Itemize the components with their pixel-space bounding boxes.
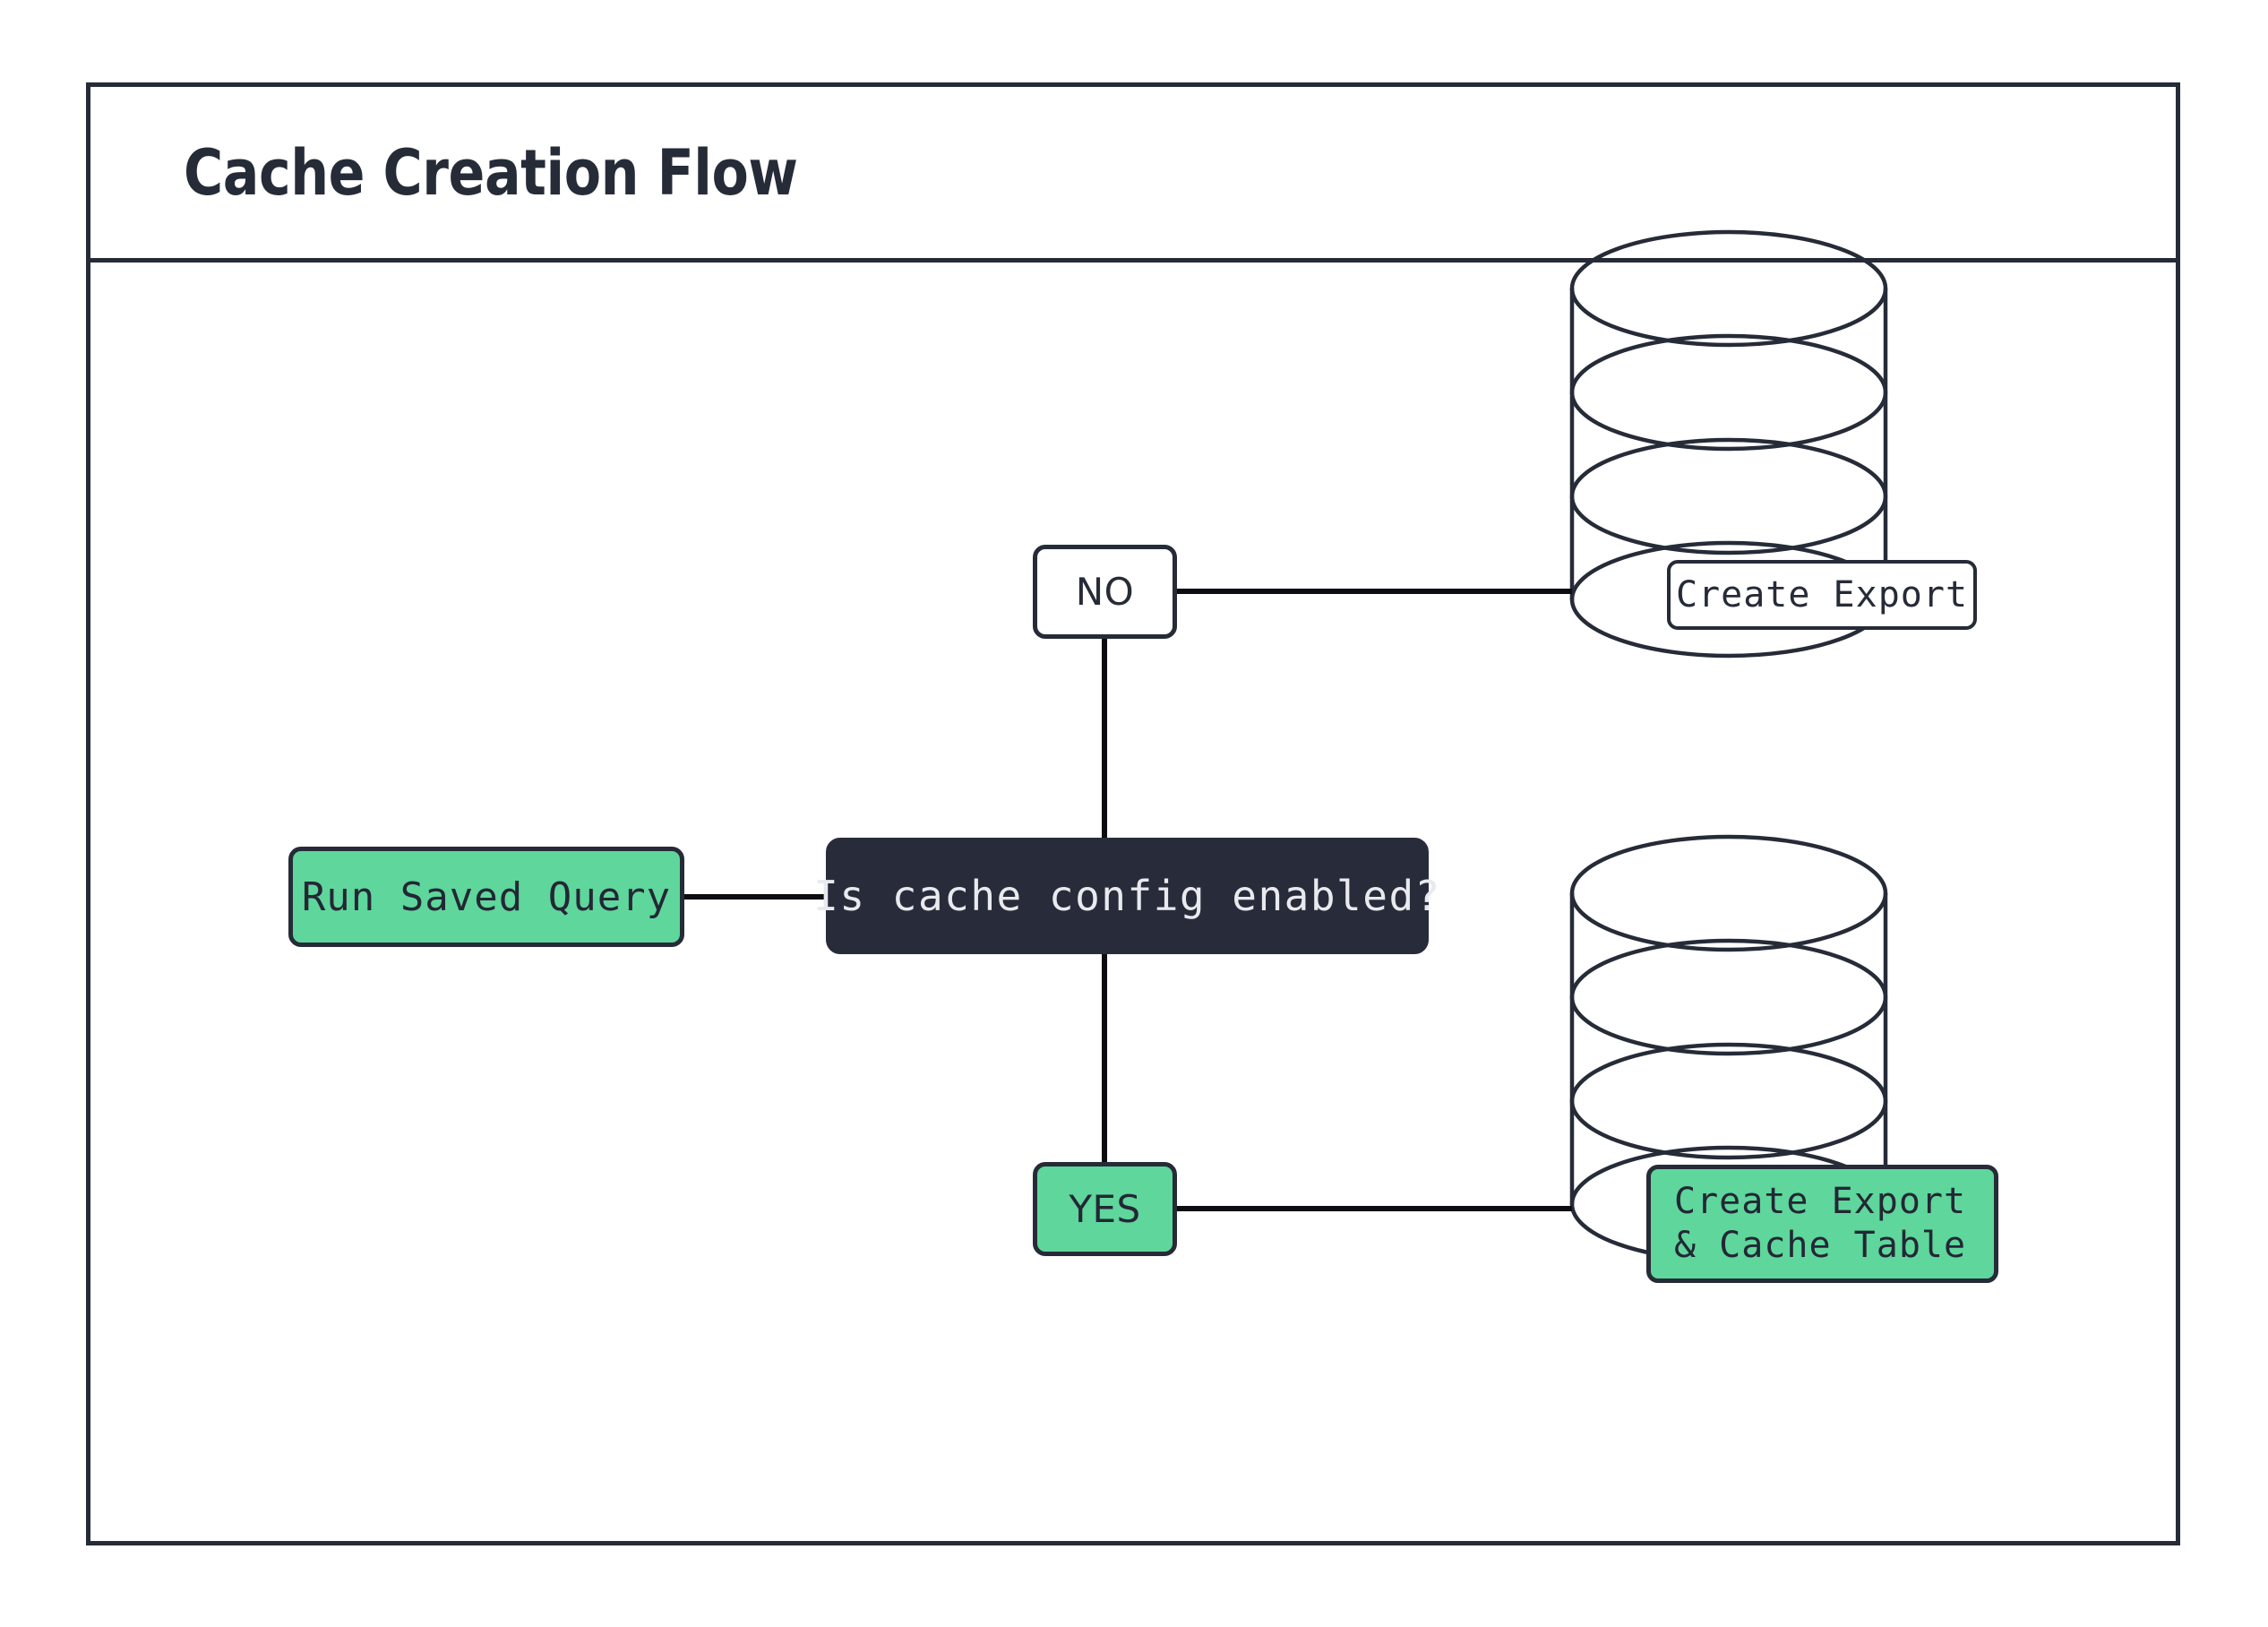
page-title: Cache Creation Flow — [184, 135, 798, 210]
diagram-title-bar: Cache Creation Flow — [90, 87, 2176, 263]
diagram-graph-layer — [684, 229, 1888, 1263]
diagram-frame: Cache Creation Flow — [86, 82, 2180, 1545]
node-create-export[interactable]: Create Export — [1667, 560, 1977, 630]
node-decision-is-cache-config-enabled[interactable]: Is cache config enabled? — [813, 838, 1439, 954]
node-create-export-cache-line1: Create Export — [1674, 1181, 1967, 1223]
node-create-export-cache-line2: & Cache Table — [1674, 1225, 1967, 1266]
edge-label-yes[interactable]: YES — [1033, 1162, 1177, 1256]
node-run-saved-query[interactable]: Run Saved Query — [288, 847, 684, 947]
node-create-export-and-cache-table[interactable]: Create Export & Cache Table — [1646, 1165, 1998, 1283]
edge-label-no[interactable]: NO — [1033, 545, 1177, 639]
